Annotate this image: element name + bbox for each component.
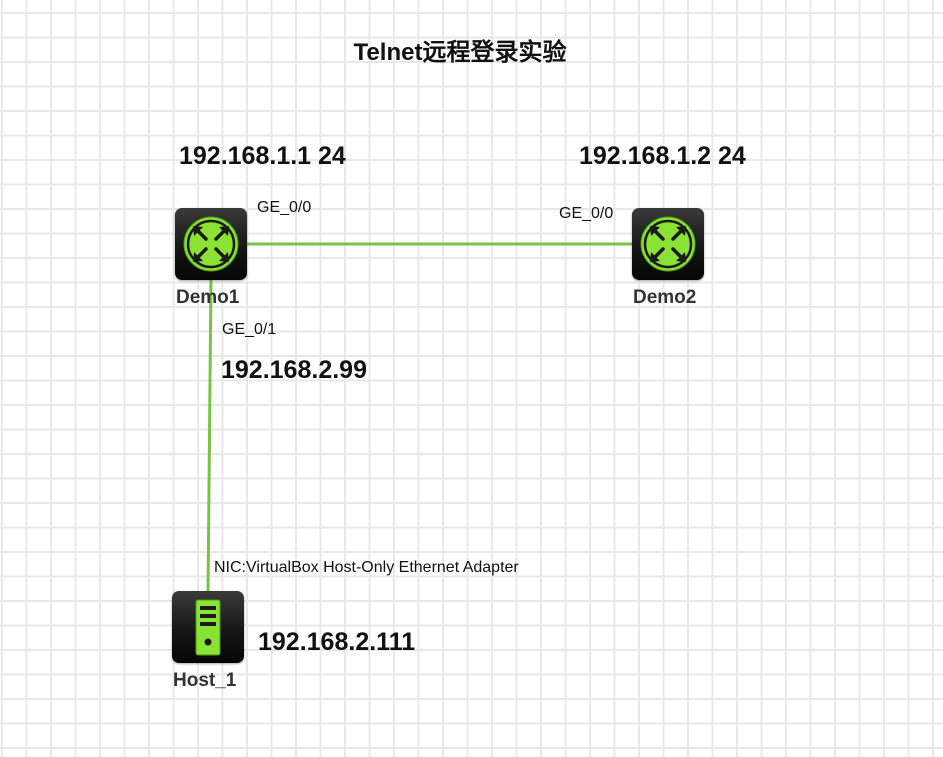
host-icon — [195, 599, 221, 656]
device-label-demo2: Demo2 — [633, 287, 697, 308]
port-label-demo1-ge01: GE_0/1 — [222, 321, 277, 338]
port-label-host1-nic: NIC:VirtualBox Host-Only Ethernet Adapte… — [214, 559, 519, 576]
ip-label-demo1-ge01: 192.168.2.99 — [221, 356, 367, 384]
ip-label-demo2: 192.168.1.2 24 — [579, 142, 746, 170]
link-demo1-host1[interactable] — [206, 278, 213, 593]
router-demo2[interactable] — [632, 208, 704, 280]
diagram-title: Telnet远程登录实验 — [353, 39, 567, 66]
ip-label-demo1: 192.168.1.1 24 — [179, 142, 346, 170]
device-label-host1: Host_1 — [173, 670, 237, 691]
router-demo1[interactable] — [175, 208, 247, 280]
port-label-demo2-ge00: GE_0/0 — [559, 205, 614, 222]
device-label-demo1: Demo1 — [176, 287, 240, 308]
ip-label-host1: 192.168.2.111 — [258, 628, 416, 656]
host-host1[interactable] — [172, 591, 244, 663]
port-label-demo1-ge00: GE_0/0 — [257, 199, 312, 216]
router-icon — [640, 216, 696, 272]
router-icon — [183, 216, 239, 272]
